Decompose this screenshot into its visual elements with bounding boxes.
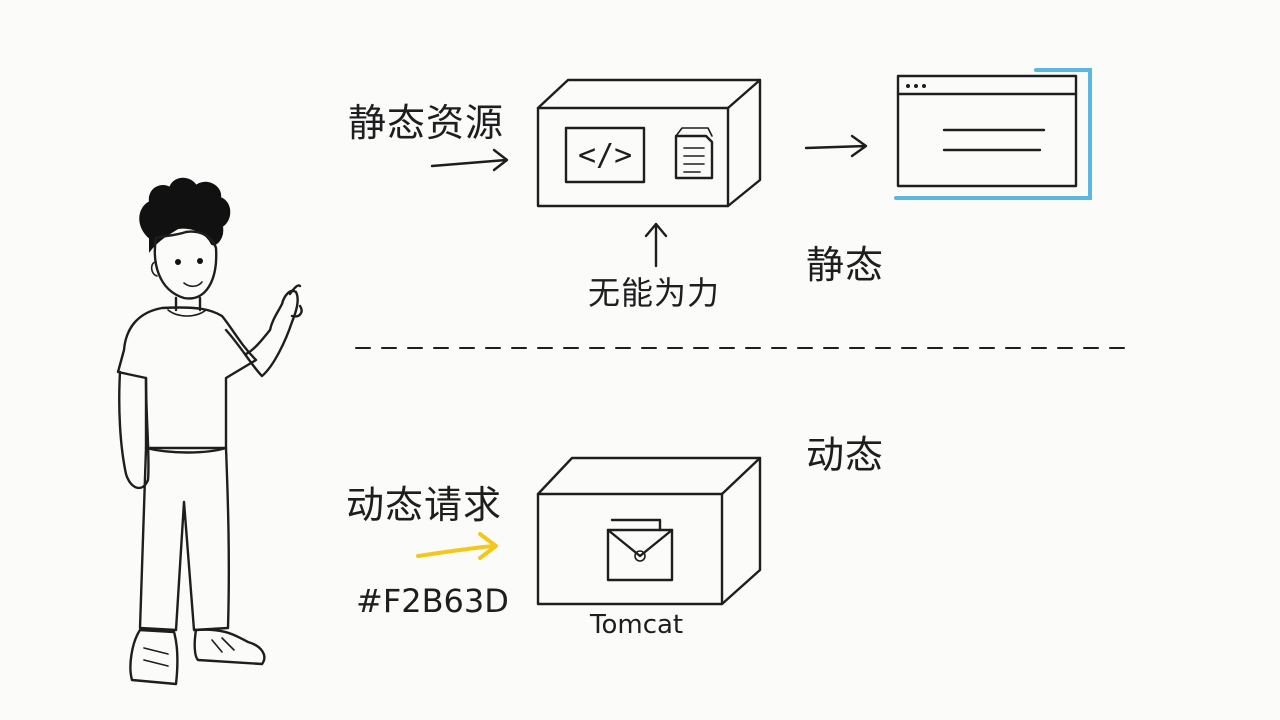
person-pants [138, 446, 231, 632]
envelope-icon [606, 518, 674, 582]
person-collar [167, 309, 207, 317]
browser-window-icon [894, 68, 1092, 200]
person-laces [143, 637, 235, 667]
person-arm-right [224, 289, 299, 378]
person-finger [288, 284, 303, 318]
static-server-box [536, 78, 762, 208]
powerless-label: 无能为力 [588, 274, 721, 312]
code-icon [564, 126, 646, 184]
person-face [153, 230, 218, 300]
person-eye-left [175, 259, 181, 265]
tomcat-server-box [536, 456, 762, 606]
person-figure [116, 177, 303, 686]
color-hex-label: #F2B63D [356, 582, 509, 620]
dynamic-input-arrow [416, 532, 498, 560]
person-ear [150, 261, 158, 277]
person-arm-left [118, 370, 150, 490]
person-hair [139, 177, 231, 253]
static-resources-label: 静态资源 [348, 101, 505, 145]
document-icon [674, 127, 714, 180]
tomcat-label: Tomcat [590, 610, 684, 640]
person-eye-right [197, 258, 203, 264]
person-shirt [116, 306, 258, 454]
code-icon-text: </> [578, 138, 633, 173]
dynamic-request-label: 动态请求 [346, 483, 503, 527]
person-shoe-left [129, 628, 179, 686]
static-label: 静态 [806, 243, 885, 287]
dynamic-label: 动态 [806, 433, 885, 477]
powerless-arrow [644, 222, 668, 268]
static-input-arrow [430, 148, 509, 172]
browser-arrow [804, 134, 868, 158]
person-mouth [183, 281, 203, 288]
person-shoe-right [193, 628, 266, 666]
